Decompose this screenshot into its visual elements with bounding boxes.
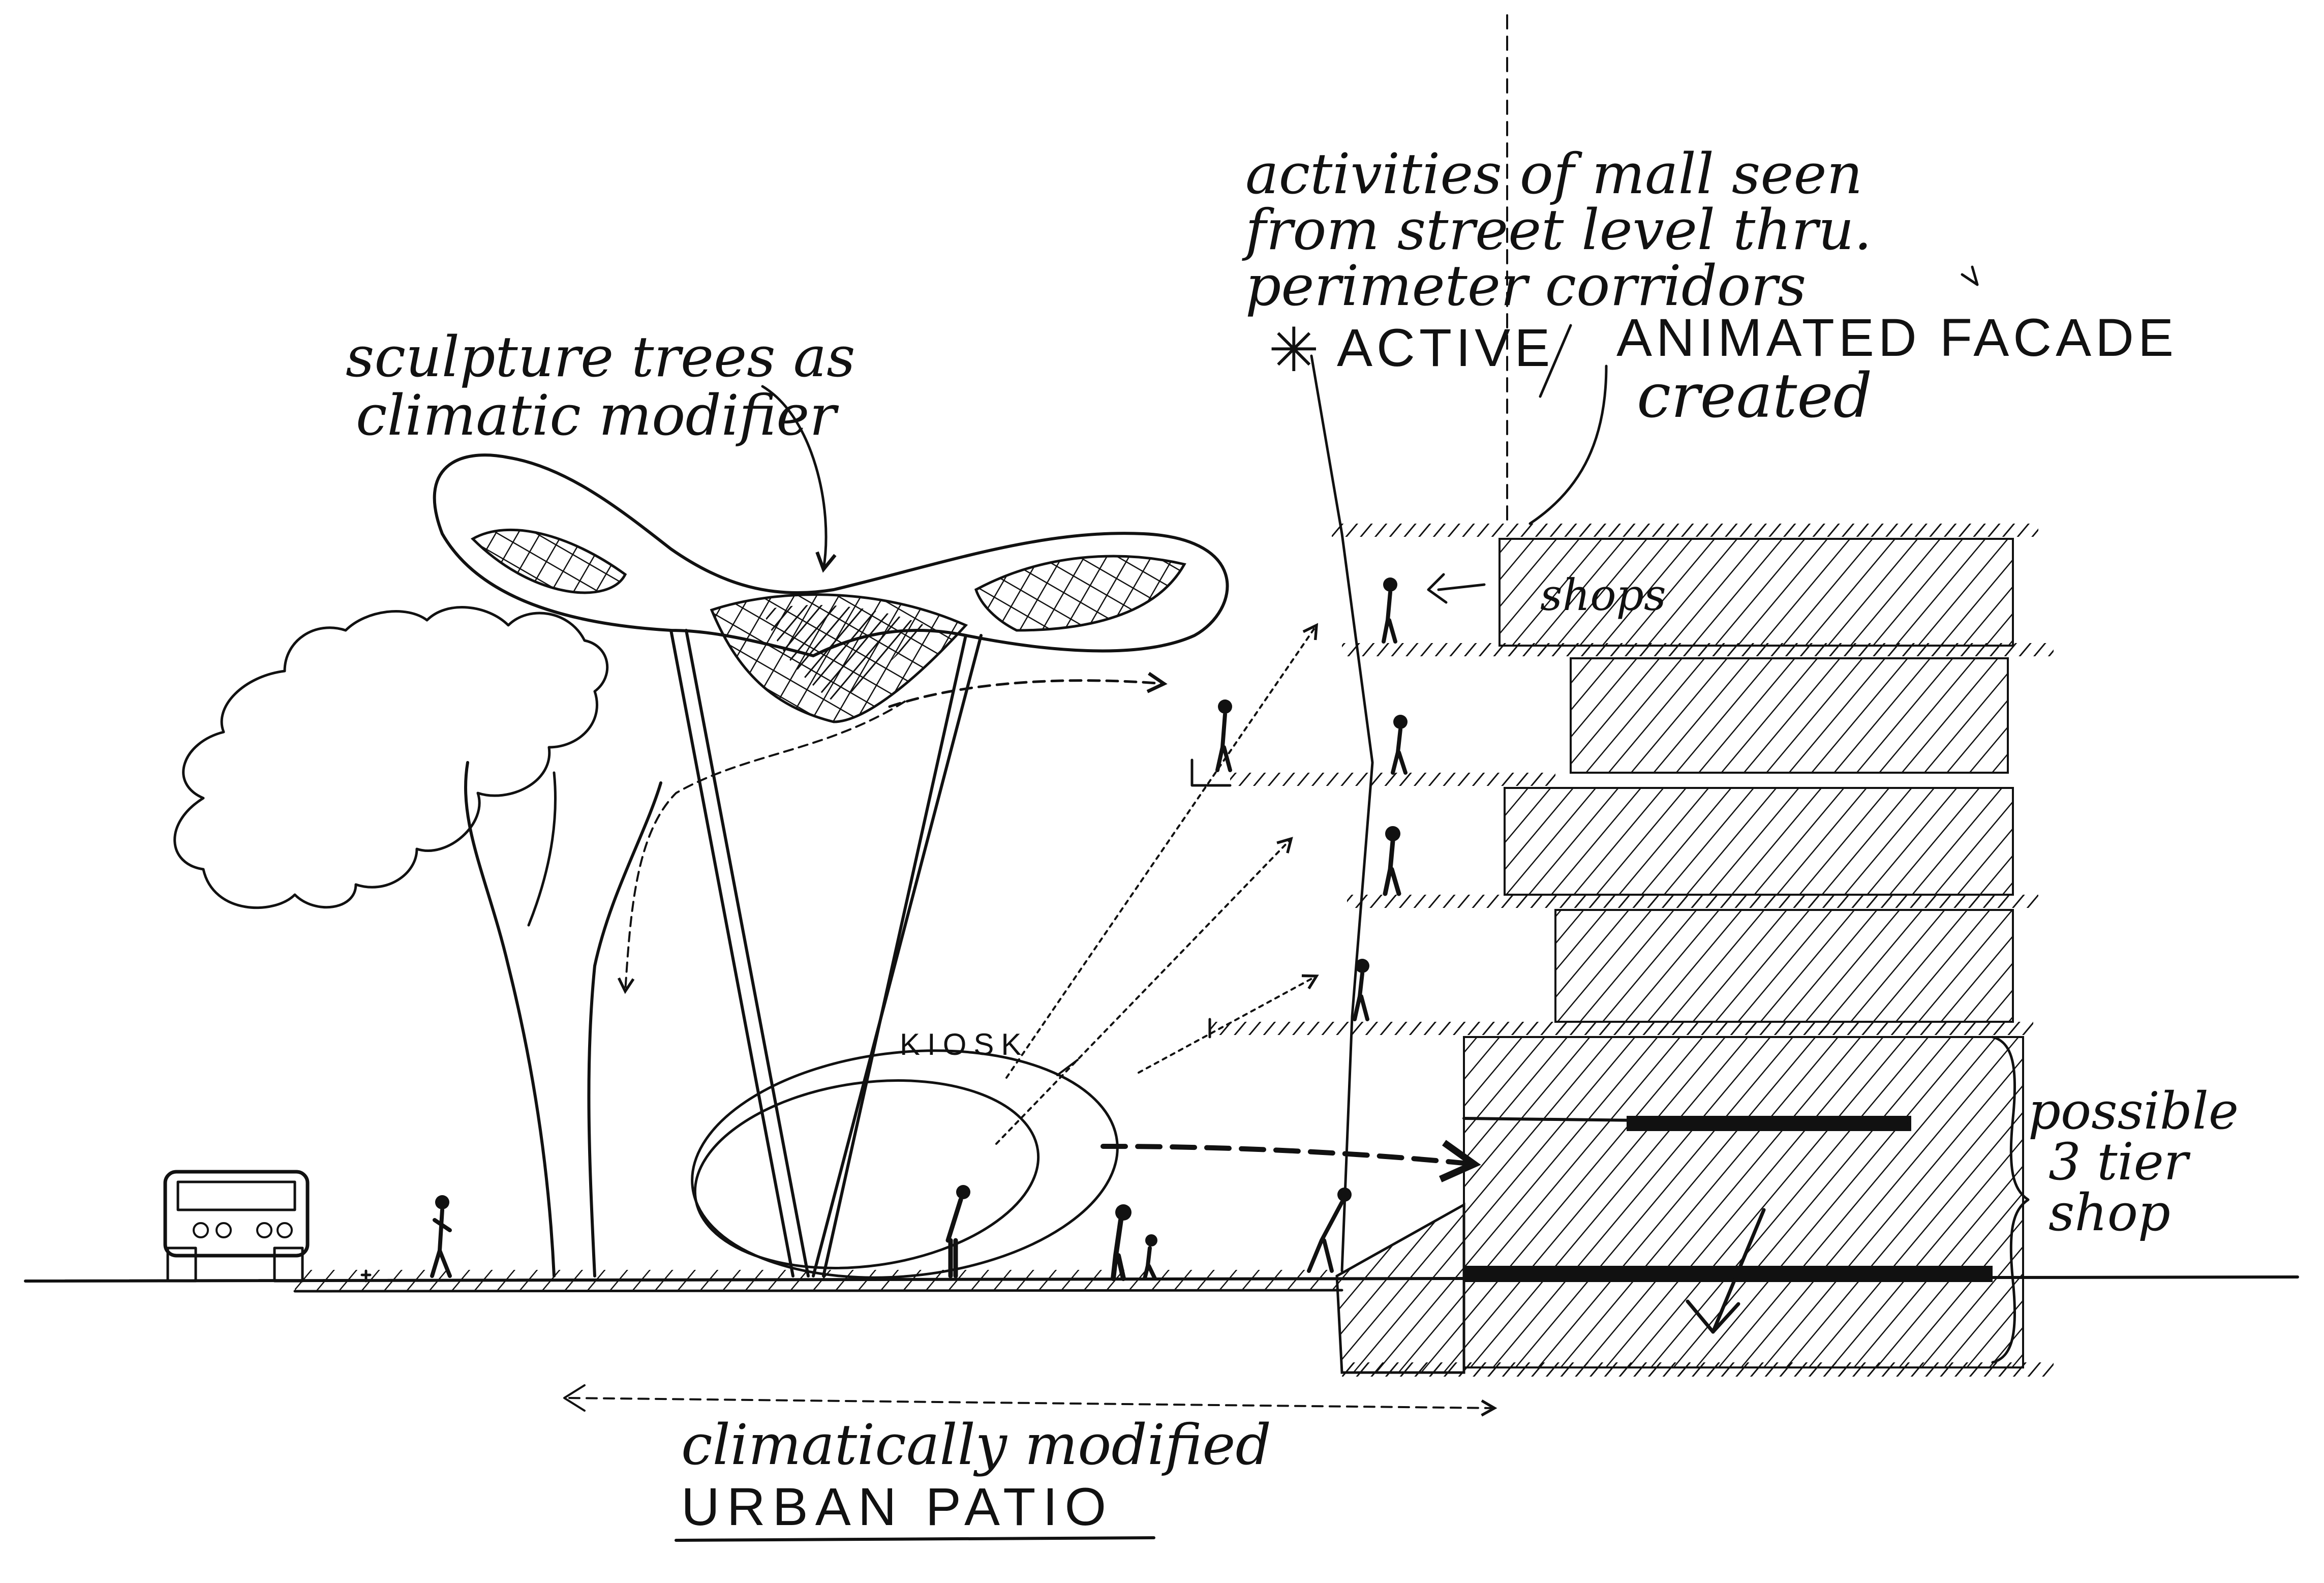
possible-label-line3: shop <box>2048 1183 2170 1242</box>
view-arrows <box>563 265 1979 1417</box>
tree-sketch <box>173 606 662 1277</box>
mall-section <box>1190 14 2054 1377</box>
vehicle-sketch <box>163 1170 310 1283</box>
created-label: created <box>1637 361 1872 432</box>
person-figure <box>1111 1204 1132 1281</box>
sculpture-tree-canopy <box>433 385 1229 1277</box>
possible-label-line1: possible <box>2028 1081 2239 1141</box>
urban-patio-label: URBAN PATIO <box>681 1477 1113 1537</box>
person-figure <box>1383 826 1401 896</box>
climatically-label: climatically modified <box>681 1412 1271 1477</box>
kiosk-label: KIOSK <box>900 1027 1028 1061</box>
animated-facade-label: ANIMATED FACADE <box>1616 308 2178 368</box>
annotations: sculpture trees as climatic modifier act… <box>346 141 2239 1542</box>
activities-label-line2: from street level thru. <box>1242 197 1872 262</box>
person-figure <box>945 1185 970 1278</box>
sculpture-label-line2: climatic modifier <box>356 383 839 448</box>
person-figure <box>1382 577 1397 644</box>
shops-label: shops <box>1540 570 1666 621</box>
person-figure <box>1143 1234 1157 1281</box>
person-figure <box>1307 1188 1352 1273</box>
active-label: ACTIVE <box>1337 318 1554 378</box>
people-figures <box>360 577 1408 1283</box>
person-figure <box>1353 959 1369 1021</box>
person-figure <box>430 1195 452 1278</box>
activities-label-line3: perimeter corridors <box>1245 253 1806 318</box>
person-figure <box>360 1269 372 1283</box>
person-figure <box>1391 715 1408 775</box>
asterisk-icon: ✳ <box>1268 316 1320 384</box>
kiosk-sketch <box>691 1049 1119 1279</box>
person-figure <box>1215 699 1232 772</box>
sculpture-label-line1: sculpture trees as <box>346 324 855 389</box>
urban-patio-underline <box>675 1536 1155 1542</box>
activities-label-line1: activities of mall seen <box>1245 141 1862 206</box>
possible-label-line2: 3 tier <box>2048 1132 2191 1192</box>
